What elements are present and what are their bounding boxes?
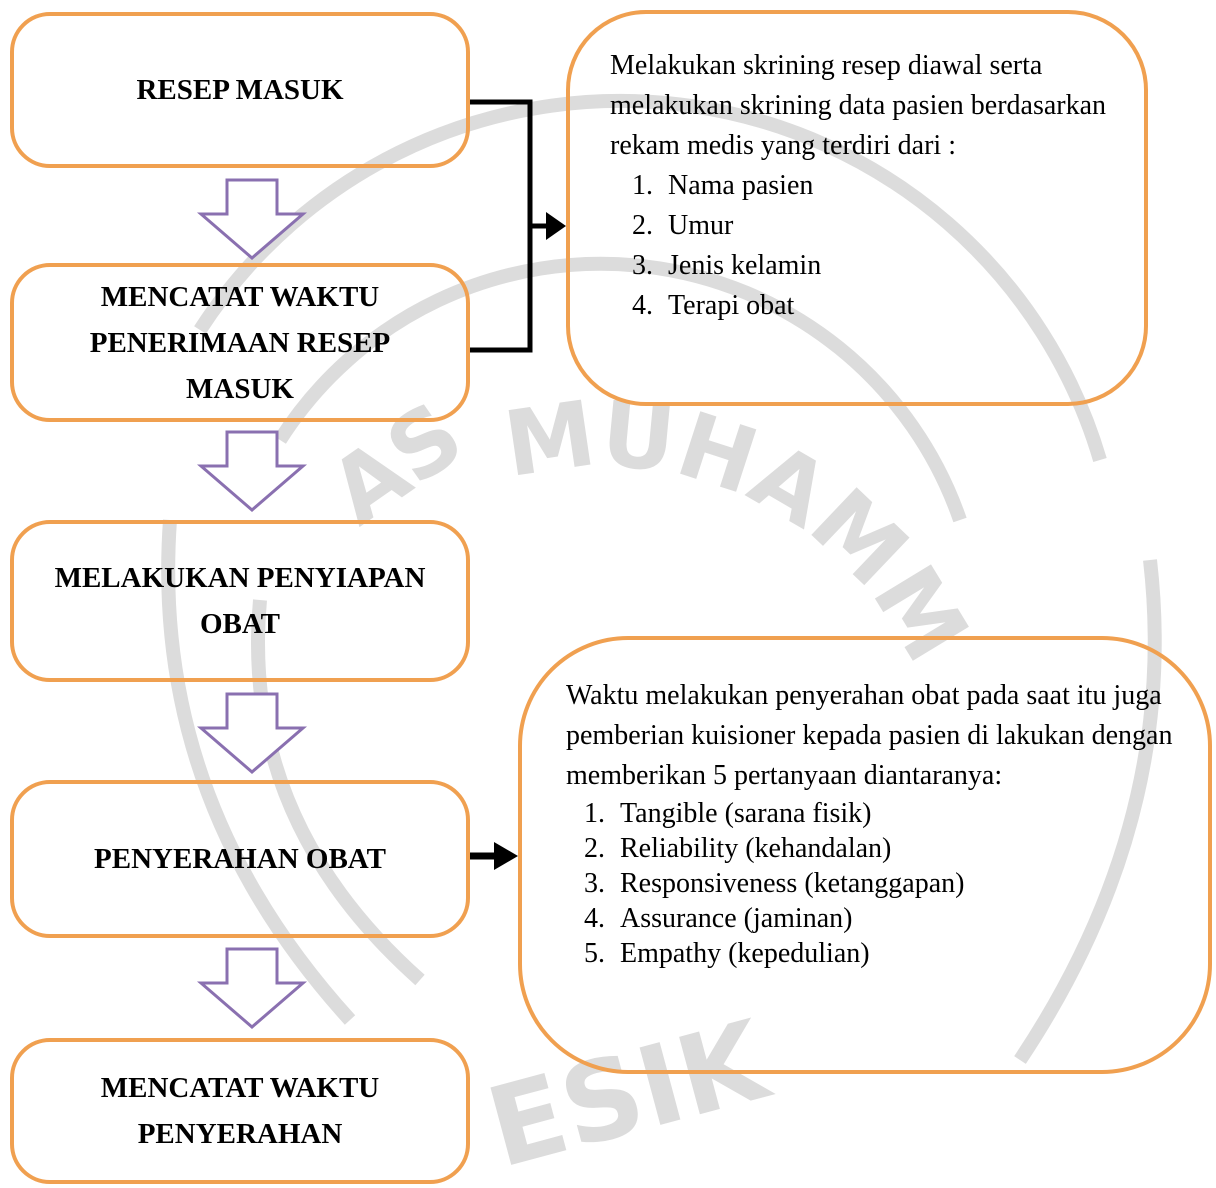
list-item: Reliability (kehandalan) [612,831,1176,866]
note-kuisioner-intro: Waktu melakukan penyerahan obat pada saa… [566,680,1173,791]
step-box-3: MELAKUKAN PENYIAPAN OBAT [10,520,470,682]
step-label-4: PENYERAHAN OBAT [94,843,386,875]
note-skrining-intro: Melakukan skrining resep diawal serta me… [610,50,1107,161]
step-box-2: MENCATAT WAKTU PENERIMAAN RESEP MASUK [10,263,470,422]
list-item: Tangible (sarana fisik) [612,796,1176,831]
note-box-skrining: Melakukan skrining resep diawal serta me… [566,10,1148,406]
step-box-5: MENCATAT WAKTU PENYERAHAN [10,1038,470,1184]
note-skrining-text: Melakukan skrining resep diawal serta me… [610,46,1115,326]
note-skrining-list: Nama pasien Umur Jenis kelamin Terapi ob… [610,166,1115,326]
list-item: Nama pasien [660,166,1115,206]
step-label-2: MENCATAT WAKTU PENERIMAAN RESEP MASUK [89,280,391,405]
list-item: Umur [660,206,1115,246]
list-item: Responsiveness (ketanggapan) [612,866,1176,901]
step-box-1: RESEP MASUK [10,12,470,168]
note-box-kuisioner: Waktu melakukan penyerahan obat pada saa… [518,636,1212,1074]
step-box-4: PENYERAHAN OBAT [10,780,470,938]
list-item: Jenis kelamin [660,246,1115,286]
list-item: Assurance (jaminan) [612,901,1176,936]
step-label-3: MELAKUKAN PENYIAPAN OBAT [54,562,426,640]
note-kuisioner-list: Tangible (sarana fisik) Reliability (keh… [566,796,1176,971]
list-item: Terapi obat [660,286,1115,326]
note-kuisioner-text: Waktu melakukan penyerahan obat pada saa… [566,676,1176,971]
step-label-1: RESEP MASUK [136,74,344,106]
list-item: Empathy (kepedulian) [612,936,1176,971]
step-label-5: MENCATAT WAKTU PENYERAHAN [100,1072,380,1150]
